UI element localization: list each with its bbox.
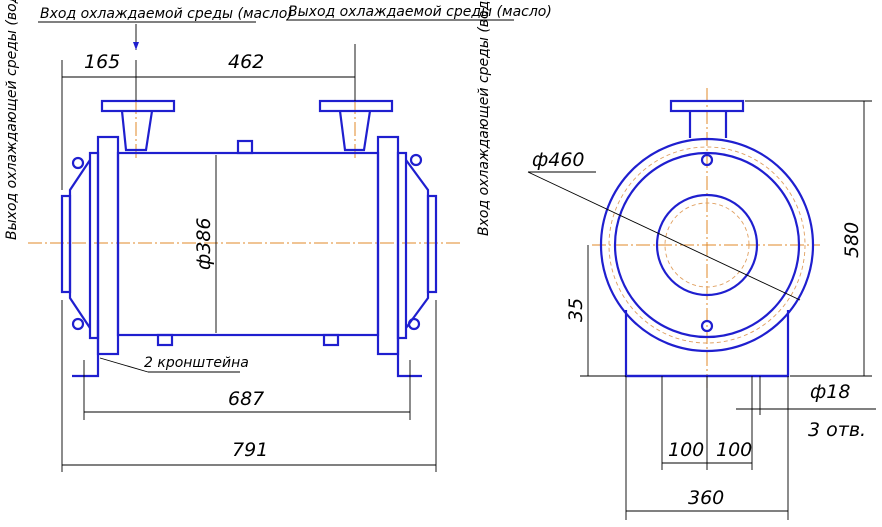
dim-687-text: 687 — [228, 388, 264, 410]
bottom-plug-left — [156, 333, 174, 347]
left-flange — [96, 135, 120, 356]
nozzle-right-pipe — [338, 110, 372, 152]
right-nozzle — [426, 194, 438, 294]
dim-580-text: 580 — [841, 222, 863, 258]
head-bolt-1 — [71, 156, 85, 170]
bracket-left — [72, 320, 100, 378]
dim-462-text: 462 — [228, 51, 264, 73]
front-plug-top — [700, 153, 714, 167]
left-flange-inner — [88, 151, 100, 340]
right-flange-inner — [396, 151, 408, 340]
water-out-label: Выход охлаждающей среды (вода) — [4, 0, 20, 240]
side-view: ф386 165 462 687 791 2 кронштейна Вход о… — [4, 0, 552, 472]
dim-100b-text: 100 — [716, 439, 752, 461]
oil-in-label: Вход охлаждаемой среды (масло) — [40, 6, 293, 22]
right-flange — [376, 135, 400, 356]
left-nozzle — [60, 194, 72, 294]
dim-35-text: 35 — [565, 298, 587, 322]
brackets-label: 2 кронштейна — [144, 355, 249, 371]
nozzle-left-flange — [100, 99, 176, 113]
oil-out-label: Выход охлаждаемой среды (масло) — [288, 4, 552, 20]
flange-circle — [613, 151, 801, 339]
head-bolt-3 — [409, 153, 423, 167]
water-in-label: Вход охлаждающей среды (вода) — [476, 0, 492, 236]
inner-circle — [655, 193, 759, 297]
oil-in-arrowhead — [133, 42, 139, 50]
dim-100a-text: 100 — [668, 439, 704, 461]
head-bolt-4 — [407, 317, 421, 331]
outer-circle — [599, 137, 815, 353]
dim-791-text: 791 — [232, 439, 268, 461]
dim-165-text: 165 — [84, 51, 120, 73]
inner-dashed-circle — [664, 202, 750, 288]
brackets-leader — [99, 357, 149, 373]
right-head — [405, 159, 430, 329]
top-plug — [236, 139, 254, 155]
dim-460-text: ф460 — [532, 149, 585, 171]
shell — [116, 151, 380, 337]
front-nozzle-pipe — [688, 111, 728, 138]
dim-460-line — [527, 171, 801, 301]
bolt-circle — [608, 146, 806, 344]
dim-18-text: ф18 — [810, 381, 850, 403]
dim-386-text: ф386 — [193, 217, 215, 270]
front-plug-bottom — [700, 319, 714, 333]
holes-text: 3 отв. — [808, 419, 866, 441]
dim-360-text: 360 — [688, 487, 724, 509]
nozzle-left-pipe — [120, 110, 154, 152]
head-bolt-2 — [71, 317, 85, 331]
bottom-plug-right — [322, 333, 340, 347]
nozzle-right-flange — [318, 99, 394, 113]
bracket-right — [396, 320, 422, 378]
left-head — [68, 159, 91, 329]
front-view: ф460 580 35 100 100 ф18 3 отв. 360 — [527, 88, 876, 520]
front-nozzle-flange — [669, 99, 745, 113]
